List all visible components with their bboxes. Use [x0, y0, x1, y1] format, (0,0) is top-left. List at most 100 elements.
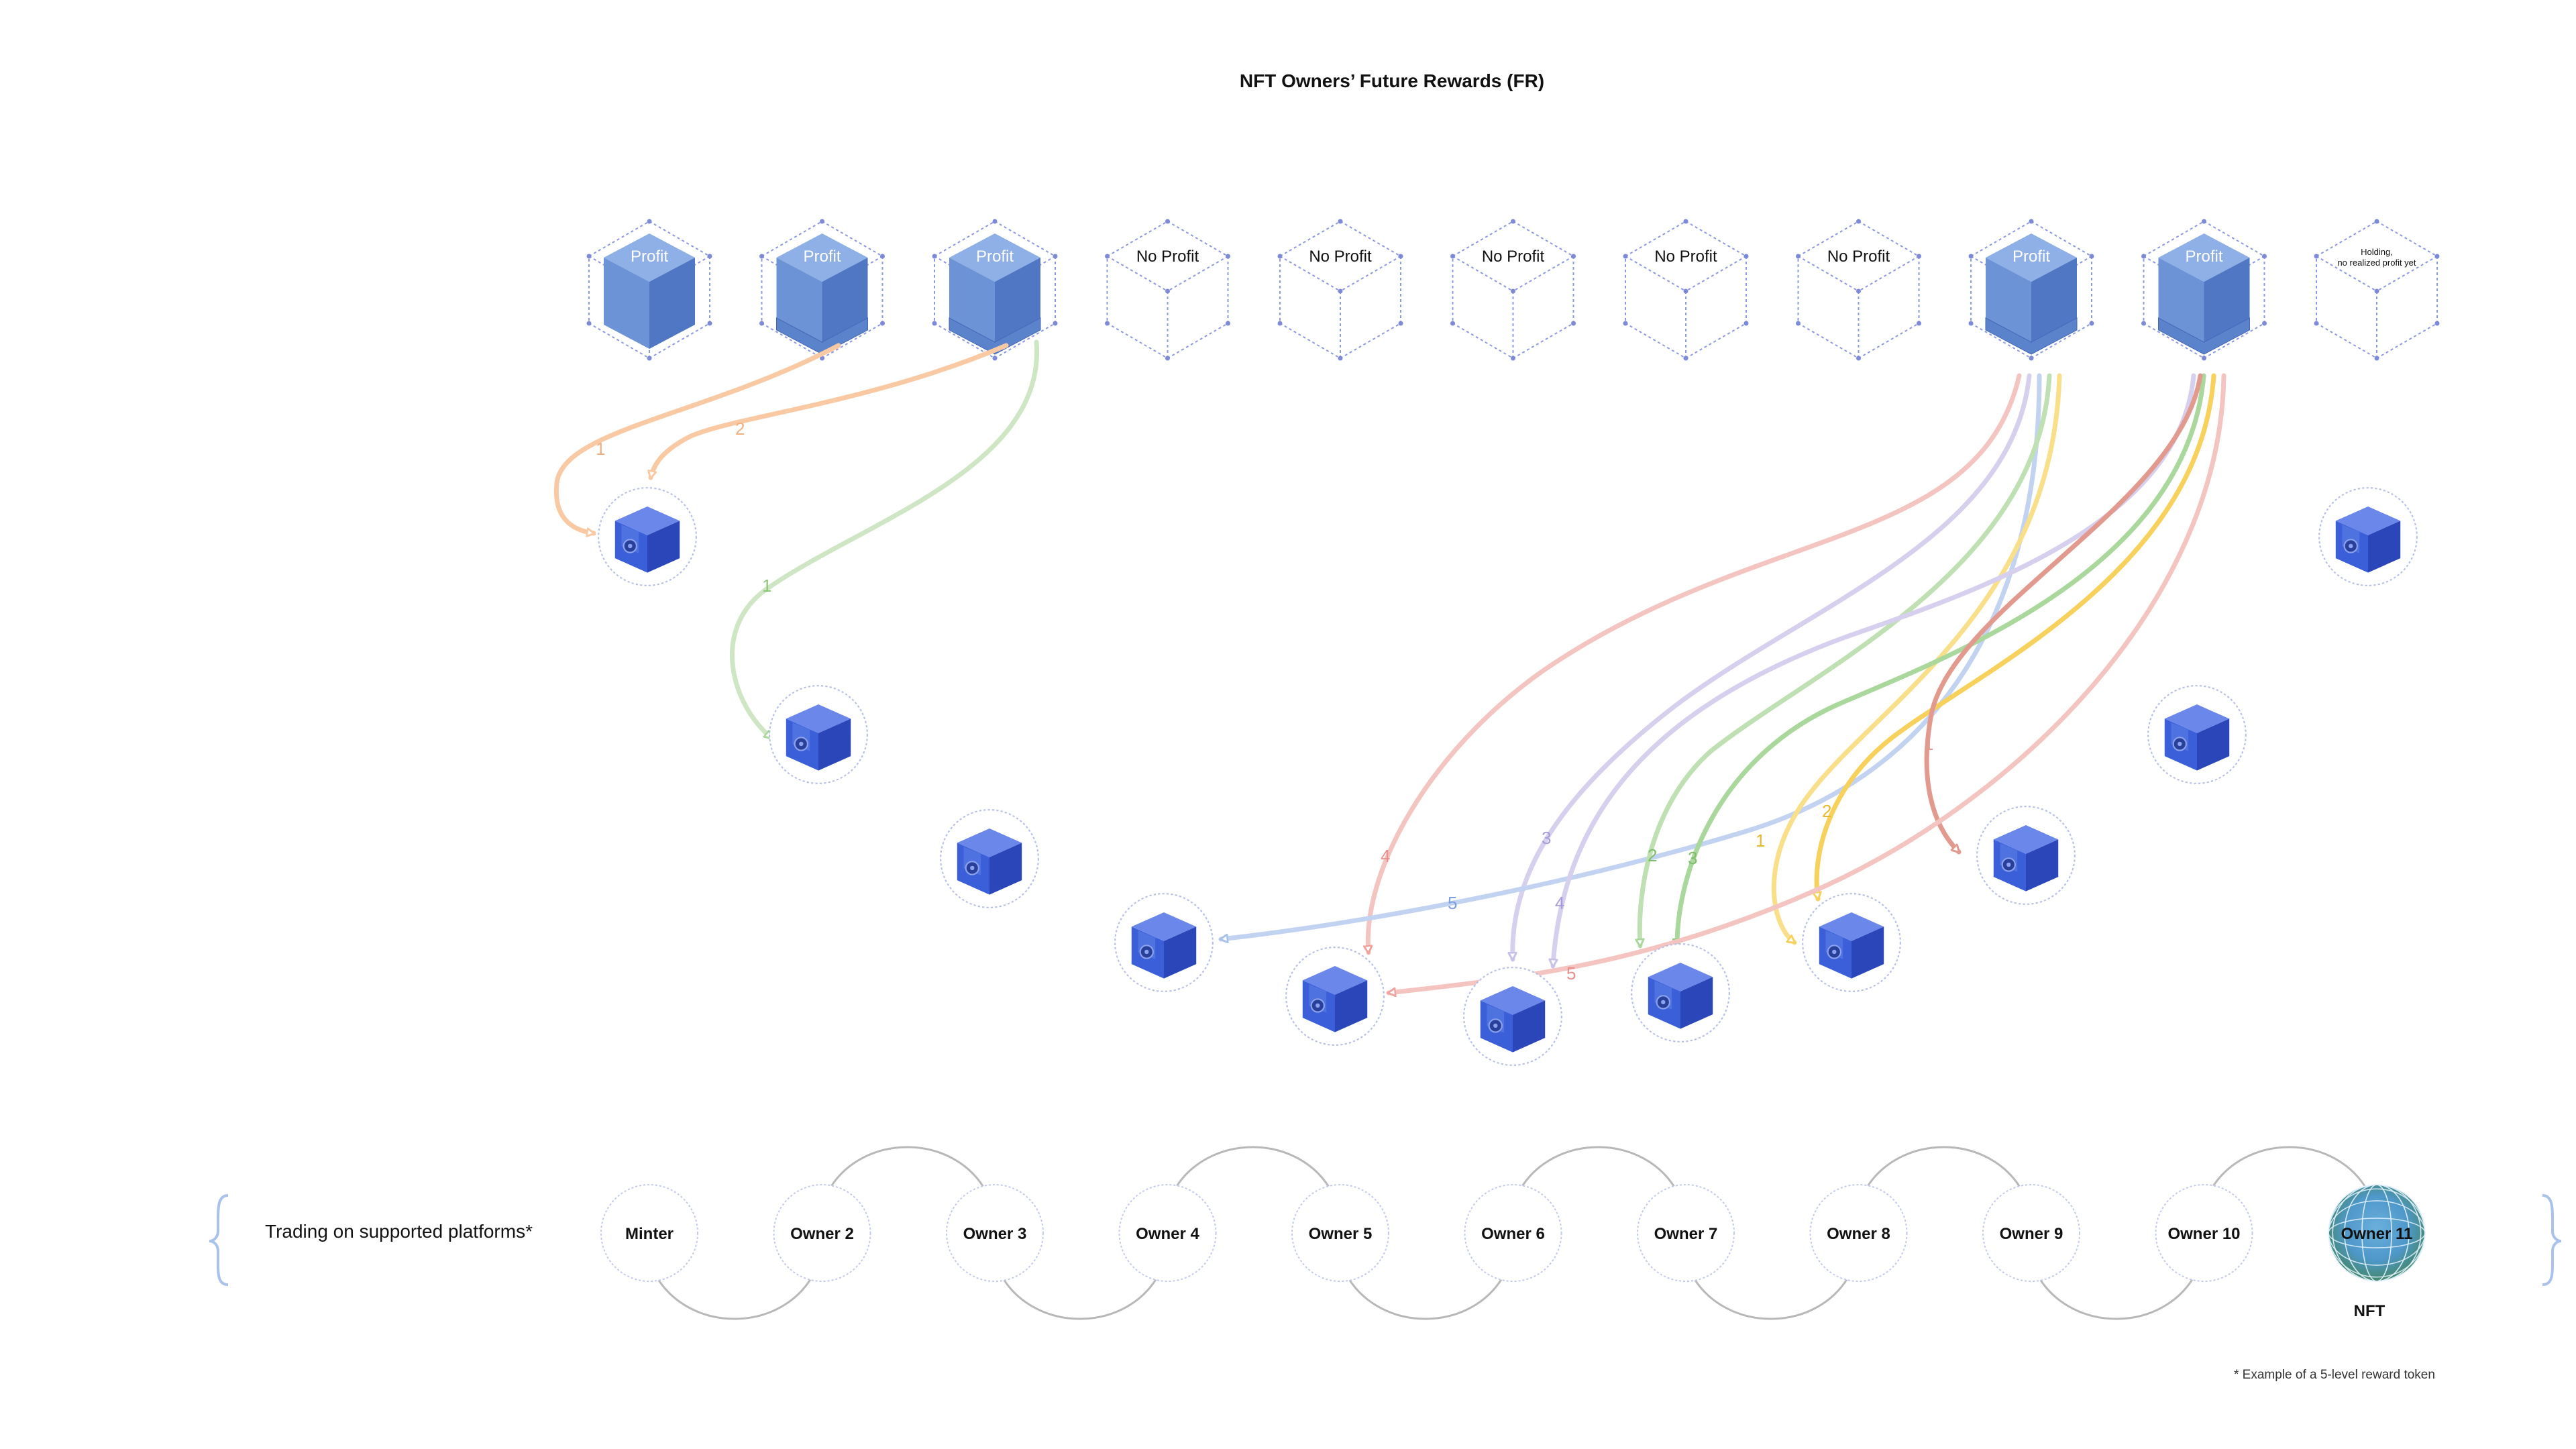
cube-vertex	[1165, 356, 1170, 361]
cube-vertex	[1165, 288, 1170, 294]
owner-label: Owner 6	[1481, 1225, 1545, 1243]
owner-node[interactable]: Owner 6	[1464, 1184, 1562, 1282]
safe-icon	[1463, 967, 1562, 1066]
cube-label: No Profit	[1136, 248, 1199, 266]
arrow-label: 4	[1555, 893, 1564, 913]
owner-circle	[1637, 1184, 1735, 1282]
cube-edge	[1685, 256, 1747, 292]
footnote: * Example of a 5-level reward token	[2234, 1368, 2435, 1382]
owner-label: Owner 8	[1827, 1225, 1890, 1243]
brace-icon	[2542, 1194, 2562, 1286]
cube-vertex	[2374, 219, 2379, 224]
cube-label-2: no realized profit yet	[2337, 258, 2416, 268]
cube-vertex	[880, 321, 885, 326]
cube-icon: Profit	[2141, 219, 2267, 361]
cube-vertex	[1968, 321, 1974, 326]
transfer-arc	[655, 1273, 814, 1320]
cube-edge	[1625, 256, 1686, 292]
owner-node[interactable]: Owner 2	[773, 1184, 871, 1282]
transfer-arc	[2210, 1146, 2369, 1193]
owner-label: Owner 9	[2000, 1225, 2063, 1243]
owner-node[interactable]: Owner 10	[2155, 1184, 2253, 1282]
arrow-label: 2	[1822, 801, 1831, 821]
owner-node[interactable]: Owner 5	[1291, 1184, 1389, 1282]
arrow-red-4	[1368, 373, 2022, 953]
cube-icon: No Profit	[1105, 219, 1230, 361]
cube-vertex	[1398, 254, 1403, 259]
nft-owner-node[interactable]: Owner 11	[2328, 1184, 2426, 1282]
arrow-label: 2	[735, 419, 745, 439]
cube-label: No Profit	[1827, 248, 1890, 266]
cube-label: Profit	[2185, 248, 2222, 266]
cube-vertex	[1796, 254, 1801, 259]
cube-vertex	[647, 219, 652, 224]
trading-row: Trading on supported platforms* Minter Ow…	[209, 1146, 2562, 1382]
owner-label: Owner 11	[2341, 1225, 2413, 1243]
cube-vertex	[1511, 288, 1515, 294]
owner-label: Owner 3	[963, 1225, 1027, 1243]
cube-edge	[2316, 256, 2377, 292]
cube-vertex	[2089, 321, 2094, 326]
cube-edge	[2376, 256, 2438, 292]
cube-vertex	[707, 254, 712, 259]
globe-parallel	[2328, 1218, 2426, 1248]
owner-node[interactable]: Owner 9	[1982, 1184, 2080, 1282]
arrow-label: 5	[1566, 963, 1576, 983]
cube-edge	[1340, 256, 1401, 292]
cube-vertex	[1743, 254, 1749, 259]
owner-node[interactable]: Owner 4	[1118, 1184, 1217, 1282]
cube-label: No Profit	[1482, 248, 1545, 266]
owner-circle	[773, 1184, 871, 1282]
cube-layer	[949, 317, 1041, 355]
cube-vertex	[1511, 356, 1515, 361]
owner-label: Owner 2	[790, 1225, 854, 1243]
owner-circle	[1464, 1184, 1562, 1282]
cube-vertex	[1338, 356, 1343, 361]
cube-vertex	[1105, 254, 1110, 259]
cube-vertex	[880, 254, 885, 259]
cube-vertex	[1511, 219, 1515, 224]
cube-vertex	[1917, 254, 1921, 259]
owner-label: Owner 10	[2167, 1225, 2240, 1243]
cube-vertex	[1338, 219, 1343, 224]
safe-row	[598, 487, 2418, 1066]
transfer-arc	[1519, 1146, 1678, 1193]
arrow-label: 3	[1542, 828, 1551, 848]
owner-label: Minter	[625, 1225, 674, 1243]
cube-vertex	[992, 356, 998, 361]
owner-node[interactable]: Minter	[600, 1184, 698, 1282]
arrow-lav-3	[1513, 373, 2032, 962]
globe-icon	[2328, 1185, 2425, 1281]
owner-node[interactable]: Owner 7	[1637, 1184, 1735, 1282]
cube-vertex	[932, 321, 937, 326]
safe-icon	[1285, 947, 1385, 1046]
arrow-yellow-2	[1817, 373, 2216, 899]
cube-vertex	[2202, 356, 2206, 361]
safe-icon	[769, 685, 868, 784]
cube-icon: Profit	[1968, 219, 2094, 361]
arrow-red-1	[1924, 373, 2203, 855]
owner-label: Owner 5	[1309, 1225, 1373, 1243]
cube-vertex	[1277, 321, 1283, 326]
cube-layer	[1985, 317, 2078, 355]
cube-vertex	[1683, 356, 1688, 361]
safe-icon	[940, 809, 1039, 908]
cube-vertex	[2374, 356, 2379, 361]
owner-node[interactable]: Owner 8	[1809, 1184, 1908, 1282]
trading-label: Trading on supported platforms*	[265, 1221, 533, 1242]
cube-vertex	[586, 254, 592, 259]
owner-node[interactable]: Owner 3	[946, 1184, 1044, 1282]
arrow-green-3	[1677, 373, 2206, 949]
cube-vertex	[2202, 219, 2206, 224]
owner-circle	[1982, 1184, 2080, 1282]
cube-label: Profit	[2012, 248, 2050, 266]
cube-vertex	[1683, 288, 1688, 294]
safe-icon	[1976, 806, 2076, 905]
owner-circle	[1291, 1184, 1389, 1282]
cube-vertex	[1053, 321, 1058, 326]
cube-layer	[776, 317, 868, 355]
cube-vertex	[1450, 254, 1455, 259]
transfer-arc	[2037, 1273, 2196, 1320]
safe-icon	[598, 487, 697, 586]
